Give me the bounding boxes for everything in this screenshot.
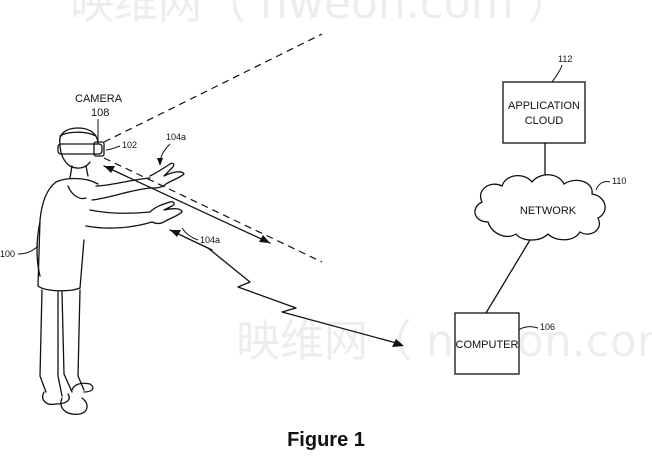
ref-110-leader bbox=[595, 181, 611, 191]
fov-lower-line bbox=[103, 157, 323, 263]
application-cloud-label-line2: CLOUD bbox=[525, 115, 564, 127]
wireless-signal-icon bbox=[207, 247, 404, 347]
ref-106-label: 106 bbox=[540, 322, 555, 332]
ref-100-label: 100 bbox=[0, 249, 15, 259]
ref-112-leader bbox=[551, 64, 563, 83]
sensing-arrow-lower bbox=[169, 229, 213, 251]
user-figure-icon bbox=[36, 127, 185, 415]
application-cloud-box bbox=[502, 81, 586, 144]
ref-112-label: 112 bbox=[558, 54, 572, 64]
fov-upper-line bbox=[103, 33, 323, 143]
ref-106-leader bbox=[518, 326, 539, 331]
watermark-middle: 映维网（ nweon.com ） bbox=[236, 316, 652, 367]
ref-104a-bottom-label: 104a bbox=[200, 235, 220, 245]
watermark-top: 映维网（ nweon.com ） bbox=[70, 0, 572, 29]
application-cloud-label-line1: APPLICATION bbox=[508, 100, 580, 112]
computer-label: COMPUTER bbox=[456, 339, 519, 351]
figure-caption: Figure 1 bbox=[287, 429, 365, 451]
ref-102-leader bbox=[105, 145, 121, 151]
camera-label: CAMERA bbox=[75, 93, 123, 105]
computer-box bbox=[454, 312, 520, 375]
network-computer-connector bbox=[485, 239, 531, 314]
ref-102-label: 102 bbox=[122, 140, 137, 150]
ref-110-label: 110 bbox=[612, 176, 626, 186]
ref-100-leader bbox=[17, 245, 39, 255]
network-label: NETWORK bbox=[520, 205, 577, 217]
network-cloud-shape bbox=[474, 174, 606, 241]
camera-ref-label: 108 bbox=[91, 107, 109, 119]
ref-104a-bottom-leader bbox=[181, 227, 199, 241]
ref-104a-top-label: 104a bbox=[166, 132, 186, 142]
ref-104a-top-arrowhead bbox=[157, 158, 163, 166]
sensing-arrow-upper bbox=[103, 165, 271, 244]
